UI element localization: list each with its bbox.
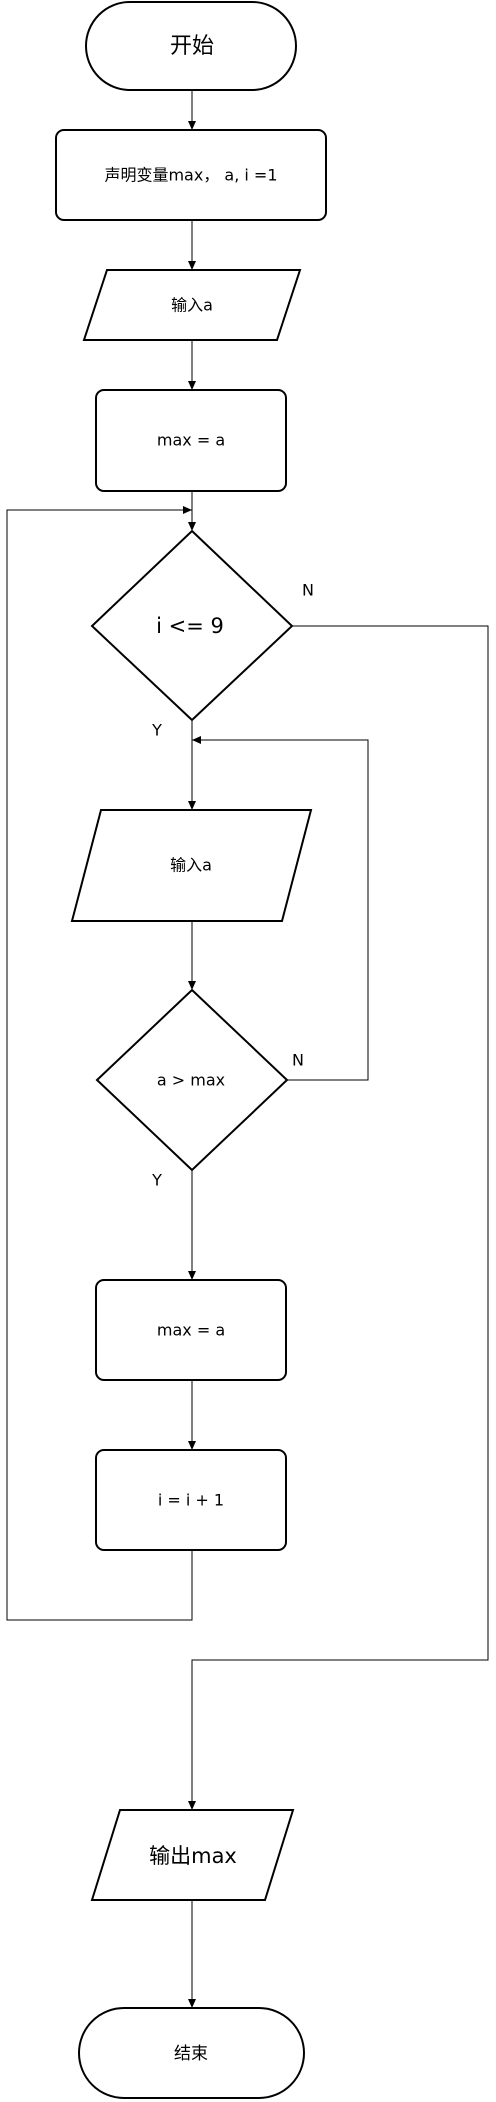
node-labels: 开始 声明变量max， a, i =1 输入a max = a i <= 9 输… <box>104 34 277 2064</box>
edge-loopcond-no-to-output <box>188 625 489 1810</box>
end-terminal <box>78 2007 305 2099</box>
compare-yes-label: Y <box>151 1171 162 1190</box>
input-a-label-2: 输入a <box>170 856 212 875</box>
loop-condition-label: i <= 9 <box>156 614 224 638</box>
input-a-label-1: 输入a <box>171 296 213 315</box>
compare-decision <box>95 988 289 1172</box>
output-max-parallelogram <box>90 1809 295 1901</box>
compare-no-label: N <box>292 1051 304 1070</box>
edge-compare-no-loopback <box>192 736 369 1081</box>
connectors <box>6 90 489 2008</box>
increment-label: i = i + 1 <box>158 1491 224 1510</box>
declare-process <box>55 129 327 221</box>
output-max-label: 输出max <box>149 1844 237 1868</box>
assign-max-label-2: max = a <box>157 1321 225 1340</box>
start-label: 开始 <box>170 34 214 59</box>
end-label: 结束 <box>174 2044 208 2064</box>
edge-increment-loopback <box>6 506 193 1621</box>
compare-label: a > max <box>157 1071 225 1090</box>
edge-labels: N Y N Y <box>151 581 314 1190</box>
loop-yes-label: Y <box>151 721 162 740</box>
nodes <box>55 1 327 2099</box>
start-terminal <box>85 1 297 91</box>
loop-condition-decision <box>90 529 294 722</box>
loop-no-label: N <box>302 581 314 600</box>
assign-max-process-2 <box>95 1279 287 1381</box>
input-a-parallelogram-2 <box>70 809 313 922</box>
assign-max-label-1: max = a <box>157 431 225 450</box>
input-a-parallelogram-1 <box>82 269 302 341</box>
increment-process <box>95 1449 287 1551</box>
assign-max-process-1 <box>95 389 287 492</box>
declare-label: 声明变量max， a, i =1 <box>104 166 277 185</box>
